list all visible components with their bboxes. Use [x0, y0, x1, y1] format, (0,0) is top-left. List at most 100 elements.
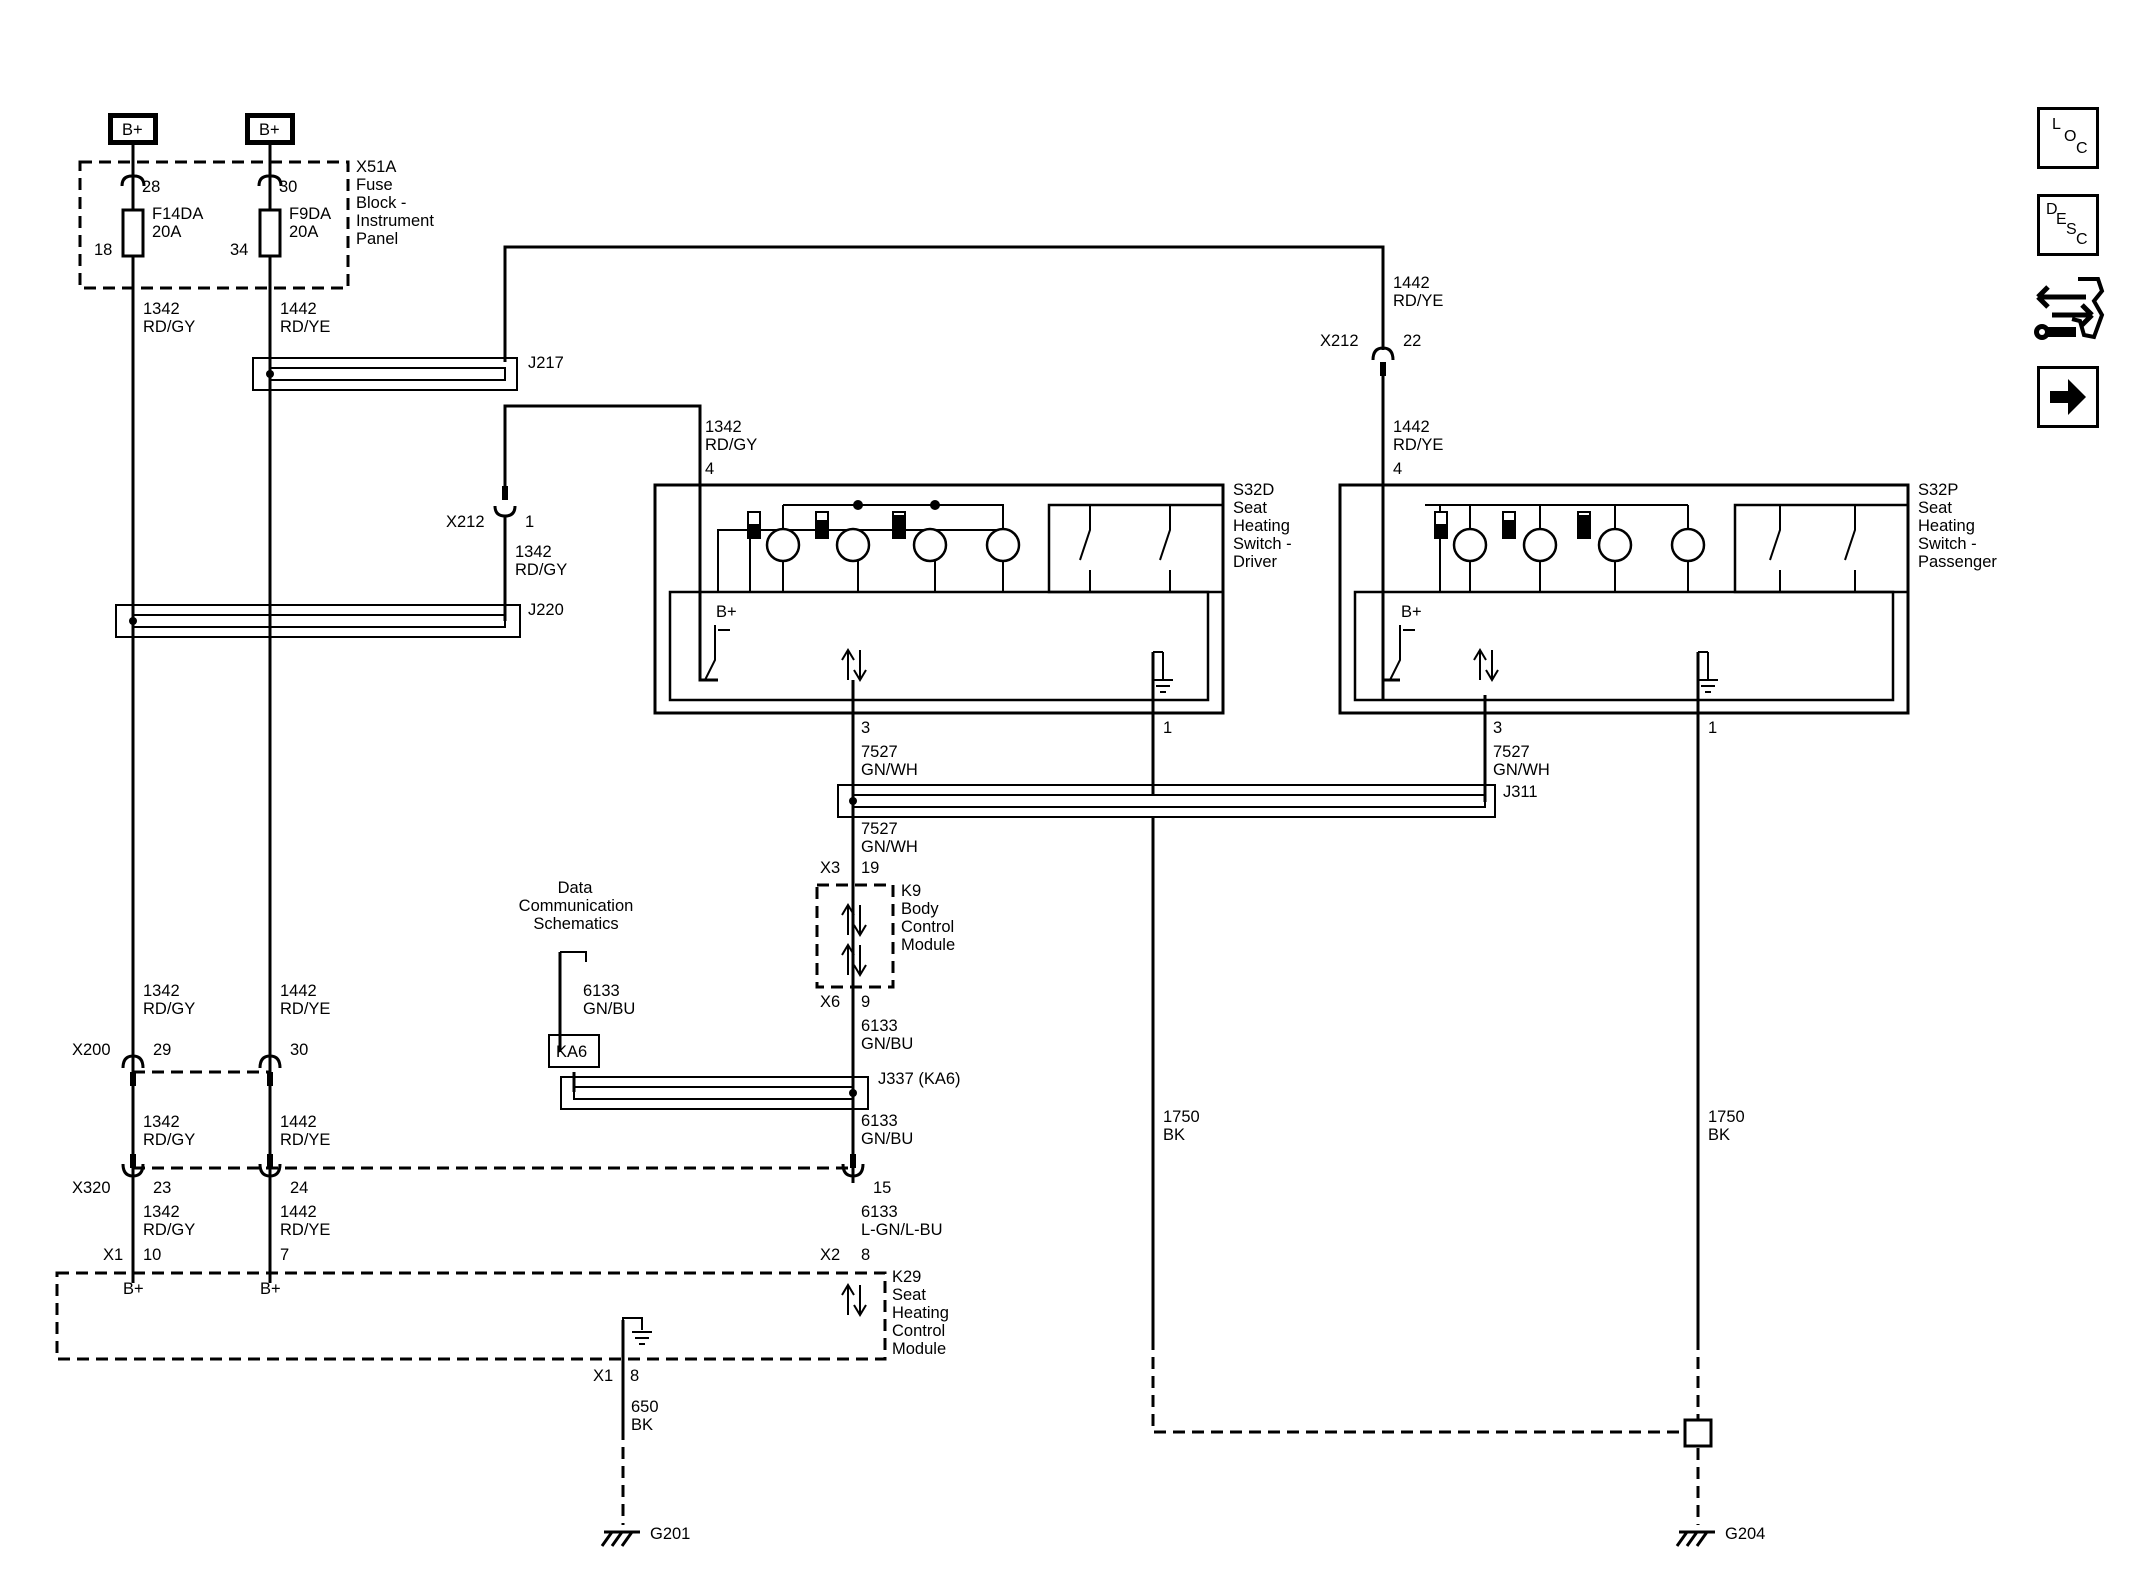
svg-text:6133: 6133: [861, 1017, 898, 1035]
svg-text:BK: BK: [1708, 1126, 1730, 1144]
grounds: G201 G204: [600, 1418, 1765, 1547]
svg-text:15: 15: [873, 1179, 891, 1197]
svg-text:KA6: KA6: [556, 1043, 587, 1061]
svg-text:RD/YE: RD/YE: [280, 1221, 330, 1239]
svg-text:GN/BU: GN/BU: [861, 1130, 913, 1148]
svg-text:Body: Body: [901, 900, 939, 918]
svg-text:Data: Data: [558, 879, 594, 897]
connector-repair-icon: [2034, 277, 2105, 340]
svg-text:18: 18: [94, 241, 112, 259]
svg-text:S32P: S32P: [1918, 481, 1958, 499]
data-communication-schematics-link[interactable]: Data Communication Schematics: [519, 879, 634, 962]
svg-text:Schematics: Schematics: [533, 915, 618, 933]
svg-text:6133: 6133: [583, 982, 620, 1000]
b-plus-right: B+: [259, 121, 280, 139]
svg-text:RD/YE: RD/YE: [1393, 436, 1443, 454]
svg-text:6133: 6133: [861, 1203, 898, 1221]
power-sources: B+ B+: [108, 113, 295, 145]
svg-text:RD/YE: RD/YE: [280, 1131, 330, 1149]
svg-text:X212: X212: [1320, 332, 1359, 350]
svg-text:RD/YE: RD/YE: [1393, 292, 1443, 310]
svg-text:Switch -: Switch -: [1918, 535, 1977, 553]
svg-text:650: 650: [631, 1398, 659, 1416]
connector-repair-button[interactable]: [2032, 275, 2106, 349]
svg-text:X320: X320: [72, 1179, 111, 1197]
body-control-module: K9 Body Control Module: [841, 882, 955, 977]
svg-text:Control: Control: [892, 1322, 945, 1340]
svg-text:X51A: X51A: [356, 158, 396, 176]
fuse-block: 28 18 F14DA 20A 30 34 F9DA 20A X51A Fuse…: [94, 158, 434, 259]
next-arrow-icon: [2050, 379, 2086, 415]
svg-text:23: 23: [153, 1179, 171, 1197]
loc-letter-o: O: [2064, 128, 2077, 145]
svg-text:RD/GY: RD/GY: [143, 1000, 195, 1018]
svg-text:K9: K9: [901, 882, 921, 900]
svg-text:GN/WH: GN/WH: [1493, 761, 1550, 779]
svg-text:20A: 20A: [152, 223, 181, 241]
svg-text:X1: X1: [593, 1367, 613, 1385]
loc-letter-l: L: [2052, 116, 2061, 133]
svg-text:BK: BK: [1163, 1126, 1185, 1144]
svg-text:GN/BU: GN/BU: [583, 1000, 635, 1018]
switch-passenger: B+ S32P Seat Heating Switch - Passenger: [1338, 481, 1997, 715]
svg-text:19: 19: [861, 859, 879, 877]
svg-text:X1: X1: [103, 1246, 123, 1264]
svg-text:3: 3: [861, 719, 870, 737]
svg-text:34: 34: [230, 241, 248, 259]
splices: J217 J220 J311 J337 (KA6) KA6: [115, 354, 1538, 1110]
svg-text:B+: B+: [123, 1280, 144, 1298]
svg-text:10: 10: [143, 1246, 161, 1264]
svg-text:1: 1: [1708, 719, 1717, 737]
svg-text:BK: BK: [631, 1416, 653, 1434]
svg-text:GN/BU: GN/BU: [861, 1035, 913, 1053]
svg-text:1342: 1342: [143, 1203, 180, 1221]
svg-text:J220: J220: [528, 601, 564, 619]
svg-text:22: 22: [1403, 332, 1421, 350]
svg-text:7527: 7527: [861, 820, 898, 838]
svg-text:1: 1: [525, 513, 534, 531]
svg-text:RD/GY: RD/GY: [143, 1221, 195, 1239]
svg-text:GN/WH: GN/WH: [861, 838, 918, 856]
svg-text:29: 29: [153, 1041, 171, 1059]
svg-text:Panel: Panel: [356, 230, 398, 248]
svg-text:1342: 1342: [143, 300, 180, 318]
next-button[interactable]: [2037, 366, 2099, 428]
svg-text:Module: Module: [901, 936, 955, 954]
desc-letter-c: C: [2076, 231, 2088, 248]
svg-text:Module: Module: [892, 1340, 946, 1358]
svg-text:Communication: Communication: [519, 897, 634, 915]
desc-letter-e: E: [2056, 211, 2067, 228]
svg-text:Instrument: Instrument: [356, 212, 434, 230]
svg-text:G204: G204: [1725, 1525, 1765, 1543]
svg-text:7527: 7527: [861, 743, 898, 761]
svg-text:Seat: Seat: [1233, 499, 1267, 517]
svg-text:30: 30: [290, 1041, 308, 1059]
svg-text:9: 9: [861, 993, 870, 1011]
desc-letter-s: S: [2066, 221, 2077, 238]
loc-button[interactable]: L O C: [2037, 107, 2099, 169]
svg-text:RD/GY: RD/GY: [515, 561, 567, 579]
svg-text:1442: 1442: [280, 1113, 317, 1131]
desc-button[interactable]: D E S C: [2037, 194, 2099, 256]
svg-text:Heating: Heating: [892, 1304, 949, 1322]
svg-text:RD/GY: RD/GY: [705, 436, 757, 454]
svg-text:RD/GY: RD/GY: [143, 318, 195, 336]
svg-text:30: 30: [279, 178, 297, 196]
svg-text:Driver: Driver: [1233, 553, 1278, 571]
svg-text:B+: B+: [1401, 603, 1422, 621]
svg-text:6133: 6133: [861, 1112, 898, 1130]
svg-text:X2: X2: [820, 1246, 840, 1264]
svg-text:3: 3: [1493, 719, 1502, 737]
loc-letter-c: C: [2076, 140, 2088, 157]
svg-text:F9DA: F9DA: [289, 205, 331, 223]
svg-text:8: 8: [630, 1367, 639, 1385]
svg-text:G201: G201: [650, 1525, 690, 1543]
svg-text:L-GN/L-BU: L-GN/L-BU: [861, 1221, 943, 1239]
svg-text:1442: 1442: [280, 300, 317, 318]
svg-text:Heating: Heating: [1918, 517, 1975, 535]
svg-text:1342: 1342: [705, 418, 742, 436]
wires: [131, 145, 1700, 1428]
svg-text:8: 8: [861, 1246, 870, 1264]
svg-text:1750: 1750: [1708, 1108, 1745, 1126]
